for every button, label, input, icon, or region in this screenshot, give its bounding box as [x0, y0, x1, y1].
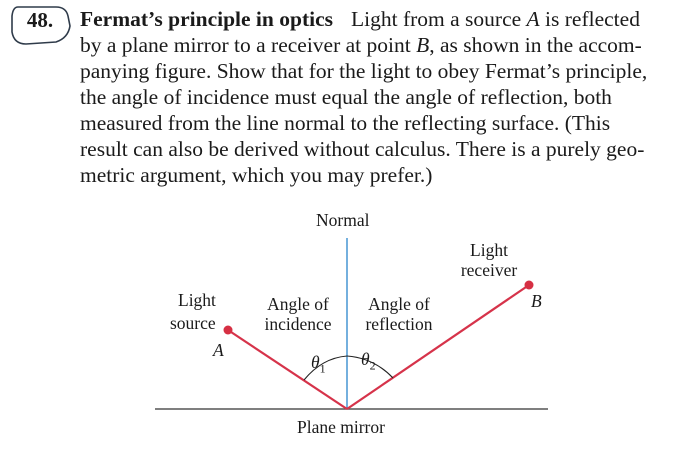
- incidence-label-line1: Angle of: [267, 294, 329, 314]
- point-a-label: A: [213, 340, 224, 360]
- var-b: B: [416, 33, 430, 57]
- reflection-label: Angle of reflection: [354, 294, 444, 334]
- problem-line-3: panying figure. Show that for the light …: [80, 59, 648, 83]
- source-point-a: [223, 325, 233, 335]
- point-b-label: B: [531, 291, 542, 311]
- source-label-line2: source: [170, 313, 216, 333]
- text-span: by a plane mirror to a receiver at point: [80, 33, 417, 57]
- problem-line-1: Fermat’s principle in optics Light from a…: [80, 6, 690, 32]
- problem-line-6: result can also be derived without calcu…: [80, 137, 645, 161]
- text-span: is reflected: [539, 7, 640, 31]
- badge-outline-icon: [11, 6, 71, 45]
- source-label-line1: Light: [178, 290, 216, 310]
- problem-line-5: measured from the line normal to the ref…: [80, 111, 611, 135]
- theta2-arc: [346, 355, 394, 379]
- text-span: , as shown in the accom-: [429, 33, 642, 57]
- theta2-label: θ2: [361, 349, 376, 376]
- receiver-label-line1: Light: [470, 240, 508, 260]
- theta-subscript: 2: [369, 358, 376, 373]
- theta-subscript: 1: [319, 361, 326, 376]
- receiver-label: Light receiver: [454, 240, 524, 280]
- problem-number-badge: 48.: [10, 4, 71, 45]
- incidence-label-line2: incidence: [264, 314, 332, 334]
- var-a: A: [526, 7, 540, 31]
- problem-title: Fermat’s principle in optics: [80, 7, 333, 31]
- theta1-arc: [303, 355, 348, 381]
- incidence-label: Angle of incidence: [254, 294, 342, 334]
- reflection-label-line2: reflection: [365, 314, 433, 334]
- receiver-label-line2: receiver: [460, 260, 518, 280]
- theta1-label: θ1: [311, 352, 326, 379]
- problem-number: 48.: [26, 8, 54, 32]
- theta-symbol: θ: [361, 349, 370, 369]
- incident-ray: [227, 329, 348, 410]
- reflected-ray: [346, 284, 530, 410]
- problem-line-2: by a plane mirror to a receiver at point…: [80, 32, 690, 58]
- problem-text: Fermat’s principle in optics Light from a…: [80, 6, 690, 188]
- text-span: Light from a source: [351, 7, 527, 31]
- theta-symbol: θ: [311, 352, 320, 372]
- problem-line-7: metric argument, which you may prefer.): [80, 163, 433, 187]
- receiver-point-b: [524, 280, 534, 290]
- problem-line-4: the angle of incidence must equal the an…: [80, 85, 612, 109]
- reflection-label-line1: Angle of: [368, 294, 430, 314]
- mirror-label: Plane mirror: [297, 417, 385, 437]
- normal-label: Normal: [316, 210, 370, 230]
